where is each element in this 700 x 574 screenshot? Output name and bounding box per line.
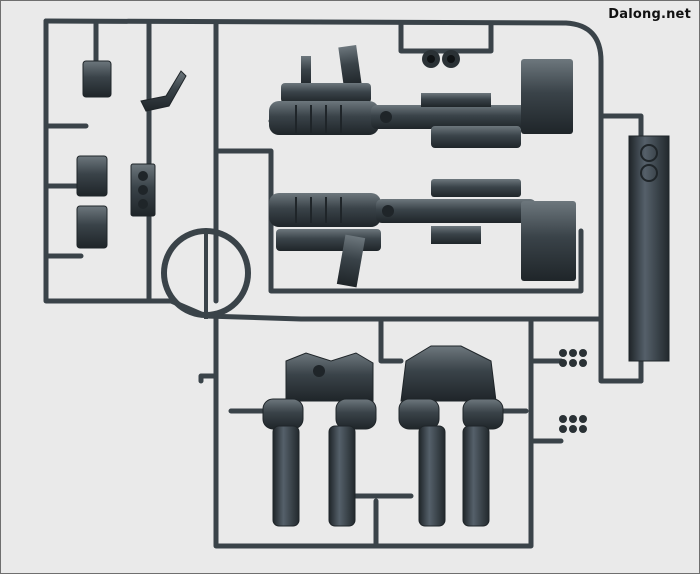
side-plate-part (628, 135, 670, 362)
upper-rifle-part (269, 44, 573, 148)
small-bolt-parts (559, 349, 587, 433)
left-small-parts (76, 60, 187, 249)
lower-rifle-part (269, 179, 576, 288)
left-gatling-part (262, 352, 377, 527)
right-gatling-part (398, 345, 504, 527)
watermark-text: Dalong.net (608, 7, 691, 22)
round-caps (422, 50, 460, 68)
